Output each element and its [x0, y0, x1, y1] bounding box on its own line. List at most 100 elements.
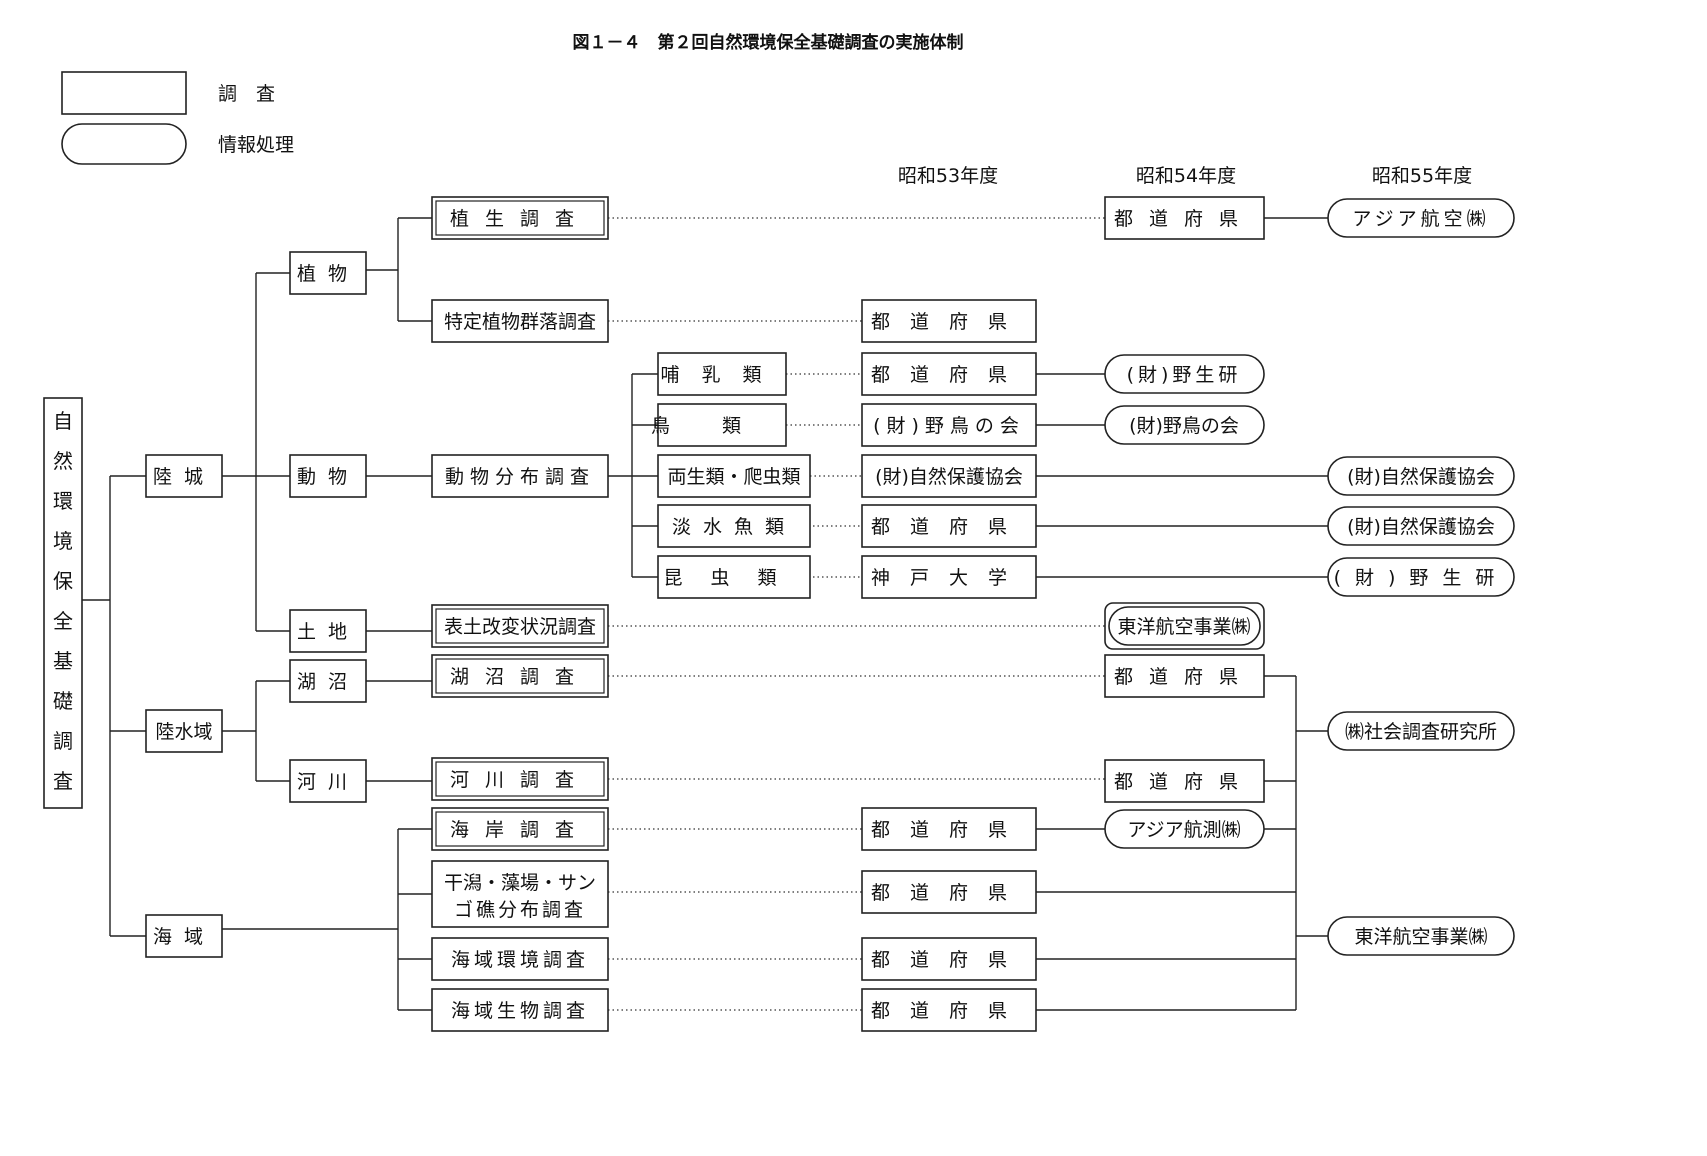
legend: 調 査 情報処理: [61, 71, 294, 165]
s54-mammals: (財)野生研: [1104, 354, 1265, 394]
s53-amphibians-label: (財)自然保護協会: [875, 466, 1023, 488]
category-land: 土地: [289, 609, 367, 653]
category-animals: 動物: [289, 454, 367, 498]
s55-vegetation-label: アジア航空㈱: [1352, 208, 1489, 230]
year-header-s55: 昭和55年度: [1372, 165, 1472, 187]
survey-coast: 海岸調査: [431, 807, 609, 851]
domain-sea: 海域: [145, 914, 223, 958]
domain-land: 陸城: [145, 454, 223, 498]
year-header-s53: 昭和53年度: [898, 165, 998, 187]
legend-info-pill: [61, 123, 187, 165]
root-char-6: 全: [53, 609, 73, 633]
s53-birds: (財)野鳥の会: [861, 403, 1037, 447]
s53-specific-plant: 都道府県: [861, 299, 1037, 343]
s55-lake-river: ㈱社会調査研究所: [1327, 711, 1515, 751]
s53-birds-label: (財)野鳥の会: [873, 415, 1025, 437]
legend-survey-box: [61, 71, 187, 115]
s54-birds: (財)野鳥の会: [1104, 405, 1265, 445]
s53-marine-env-label: 都道府県: [871, 949, 1027, 971]
s54-coast: アジア航測㈱: [1104, 809, 1265, 849]
root-char-10: 査: [53, 769, 73, 793]
animal-group-birds: 鳥類: [651, 403, 787, 447]
s54-lake-label: 都道府県: [1114, 666, 1254, 688]
category-plants-label: 植物: [297, 263, 359, 285]
root-char-7: 基: [53, 649, 73, 673]
s54-birds-label: (財)野鳥の会: [1129, 415, 1239, 437]
animal-group-mammals: 哺乳類: [657, 352, 787, 396]
s54-surface: 東洋航空事業㈱: [1104, 602, 1265, 650]
category-rivers-label: 河川: [297, 771, 359, 793]
tree-lines: [82, 217, 1328, 1011]
s55-lake-river-label: ㈱社会調査研究所: [1345, 721, 1497, 743]
s55-marine: 東洋航空事業㈱: [1327, 916, 1515, 956]
category-plants: 植物: [289, 251, 367, 295]
domain-inland-water: 陸水域: [145, 709, 223, 753]
animal-group-insects: 昆虫類: [657, 555, 811, 599]
s53-insects-label: 神戸大学: [871, 567, 1027, 589]
root-node: 自 然 環 境 保 全 基 礎 調 査: [43, 397, 83, 809]
s55-insects: (財)野生研: [1327, 557, 1515, 597]
s53-marine-env: 都道府県: [861, 937, 1037, 981]
s54-vegetation: 都道府県: [1104, 196, 1265, 240]
animal-group-amphibians-label: 両生類・爬虫類: [667, 466, 800, 488]
s55-amphibians: (財)自然保護協会: [1327, 456, 1515, 496]
category-rivers: 河川: [289, 759, 367, 803]
survey-river: 河川調査: [431, 757, 609, 801]
survey-vegetation-label: 植生調査: [450, 208, 590, 230]
s53-marine-bio-label: 都道府県: [871, 1000, 1027, 1022]
survey-tidal-flats-line2: ゴ礁分布調査: [454, 899, 586, 921]
survey-animal-distribution-label: 動物分布調査: [445, 466, 595, 488]
survey-tidal-flats-line1: 干潟・藻場・サン: [444, 872, 596, 894]
s53-fish: 都道府県: [861, 504, 1037, 548]
s55-fish-label: (財)自然保護協会: [1347, 516, 1495, 538]
domain-inland-water-label: 陸水域: [155, 721, 212, 743]
s53-mammals-label: 都道府県: [871, 364, 1027, 386]
survey-vegetation: 植生調査: [431, 196, 609, 240]
survey-coast-label: 海岸調査: [450, 819, 590, 841]
s53-fish-label: 都道府県: [871, 516, 1027, 538]
figure-title: 図１－４ 第２回自然環境保全基礎調査の実施体制: [573, 32, 964, 53]
domain-land-label: 陸城: [153, 466, 215, 488]
s55-insects-label: (財)野生研: [1334, 567, 1509, 589]
category-lakes-label: 湖沼: [297, 671, 359, 693]
animal-group-insects-label: 昆虫類: [663, 567, 804, 589]
survey-marine-biology-label: 海域生物調査: [451, 1000, 589, 1022]
s53-mammals: 都道府県: [861, 352, 1037, 396]
s54-lake: 都道府県: [1104, 654, 1265, 698]
legend-survey-label: 調 査: [218, 83, 275, 105]
animal-group-freshwater-fish-label: 淡水魚類: [672, 516, 796, 538]
s53-insects: 神戸大学: [861, 555, 1037, 599]
s53-coast-label: 都道府県: [871, 819, 1027, 841]
dotted-links: [608, 217, 1105, 1011]
category-animals-label: 動物: [297, 466, 359, 488]
survey-surface-soil-label: 表土改変状況調査: [444, 616, 596, 638]
year-header-s54: 昭和54年度: [1136, 165, 1236, 187]
s54-river-label: 都道府県: [1114, 771, 1254, 793]
root-char-2: 然: [53, 449, 73, 473]
s53-coast: 都道府県: [861, 807, 1037, 851]
category-lakes: 湖沼: [289, 659, 367, 703]
survey-lake-label: 湖沼調査: [450, 666, 590, 688]
root-char-4: 境: [53, 529, 73, 553]
survey-marine-environment-label: 海域環境調査: [451, 949, 589, 971]
survey-animal-distribution: 動物分布調査: [431, 454, 609, 498]
category-land-label: 土地: [297, 621, 359, 643]
s53-marine-bio: 都道府県: [861, 988, 1037, 1032]
animal-group-freshwater-fish: 淡水魚類: [657, 504, 811, 548]
s54-coast-label: アジア航測㈱: [1127, 819, 1240, 841]
s53-tidal: 都道府県: [861, 870, 1037, 914]
s53-specific-plant-label: 都道府県: [871, 311, 1027, 333]
root-char-8: 礎: [53, 689, 73, 713]
survey-river-label: 河川調査: [450, 769, 590, 791]
legend-info-label: 情報処理: [218, 134, 294, 156]
s54-vegetation-label: 都道府県: [1114, 208, 1254, 230]
s53-amphibians: (財)自然保護協会: [861, 454, 1037, 498]
survey-surface-soil: 表土改変状況調査: [431, 604, 609, 648]
survey-marine-biology: 海域生物調査: [431, 988, 609, 1032]
s54-mammals-label: (財)野生研: [1127, 364, 1242, 386]
diagram-canvas: 図１－４ 第２回自然環境保全基礎調査の実施体制 調 査 情報処理 昭和53年度 …: [43, 32, 1515, 1032]
survey-tidal-flats: 干潟・藻場・サン ゴ礁分布調査: [431, 860, 609, 928]
survey-specific-plant-label: 特定植物群落調査: [444, 311, 596, 333]
root-char-9: 調: [53, 729, 73, 753]
animal-group-amphibians: 両生類・爬虫類: [657, 454, 811, 498]
